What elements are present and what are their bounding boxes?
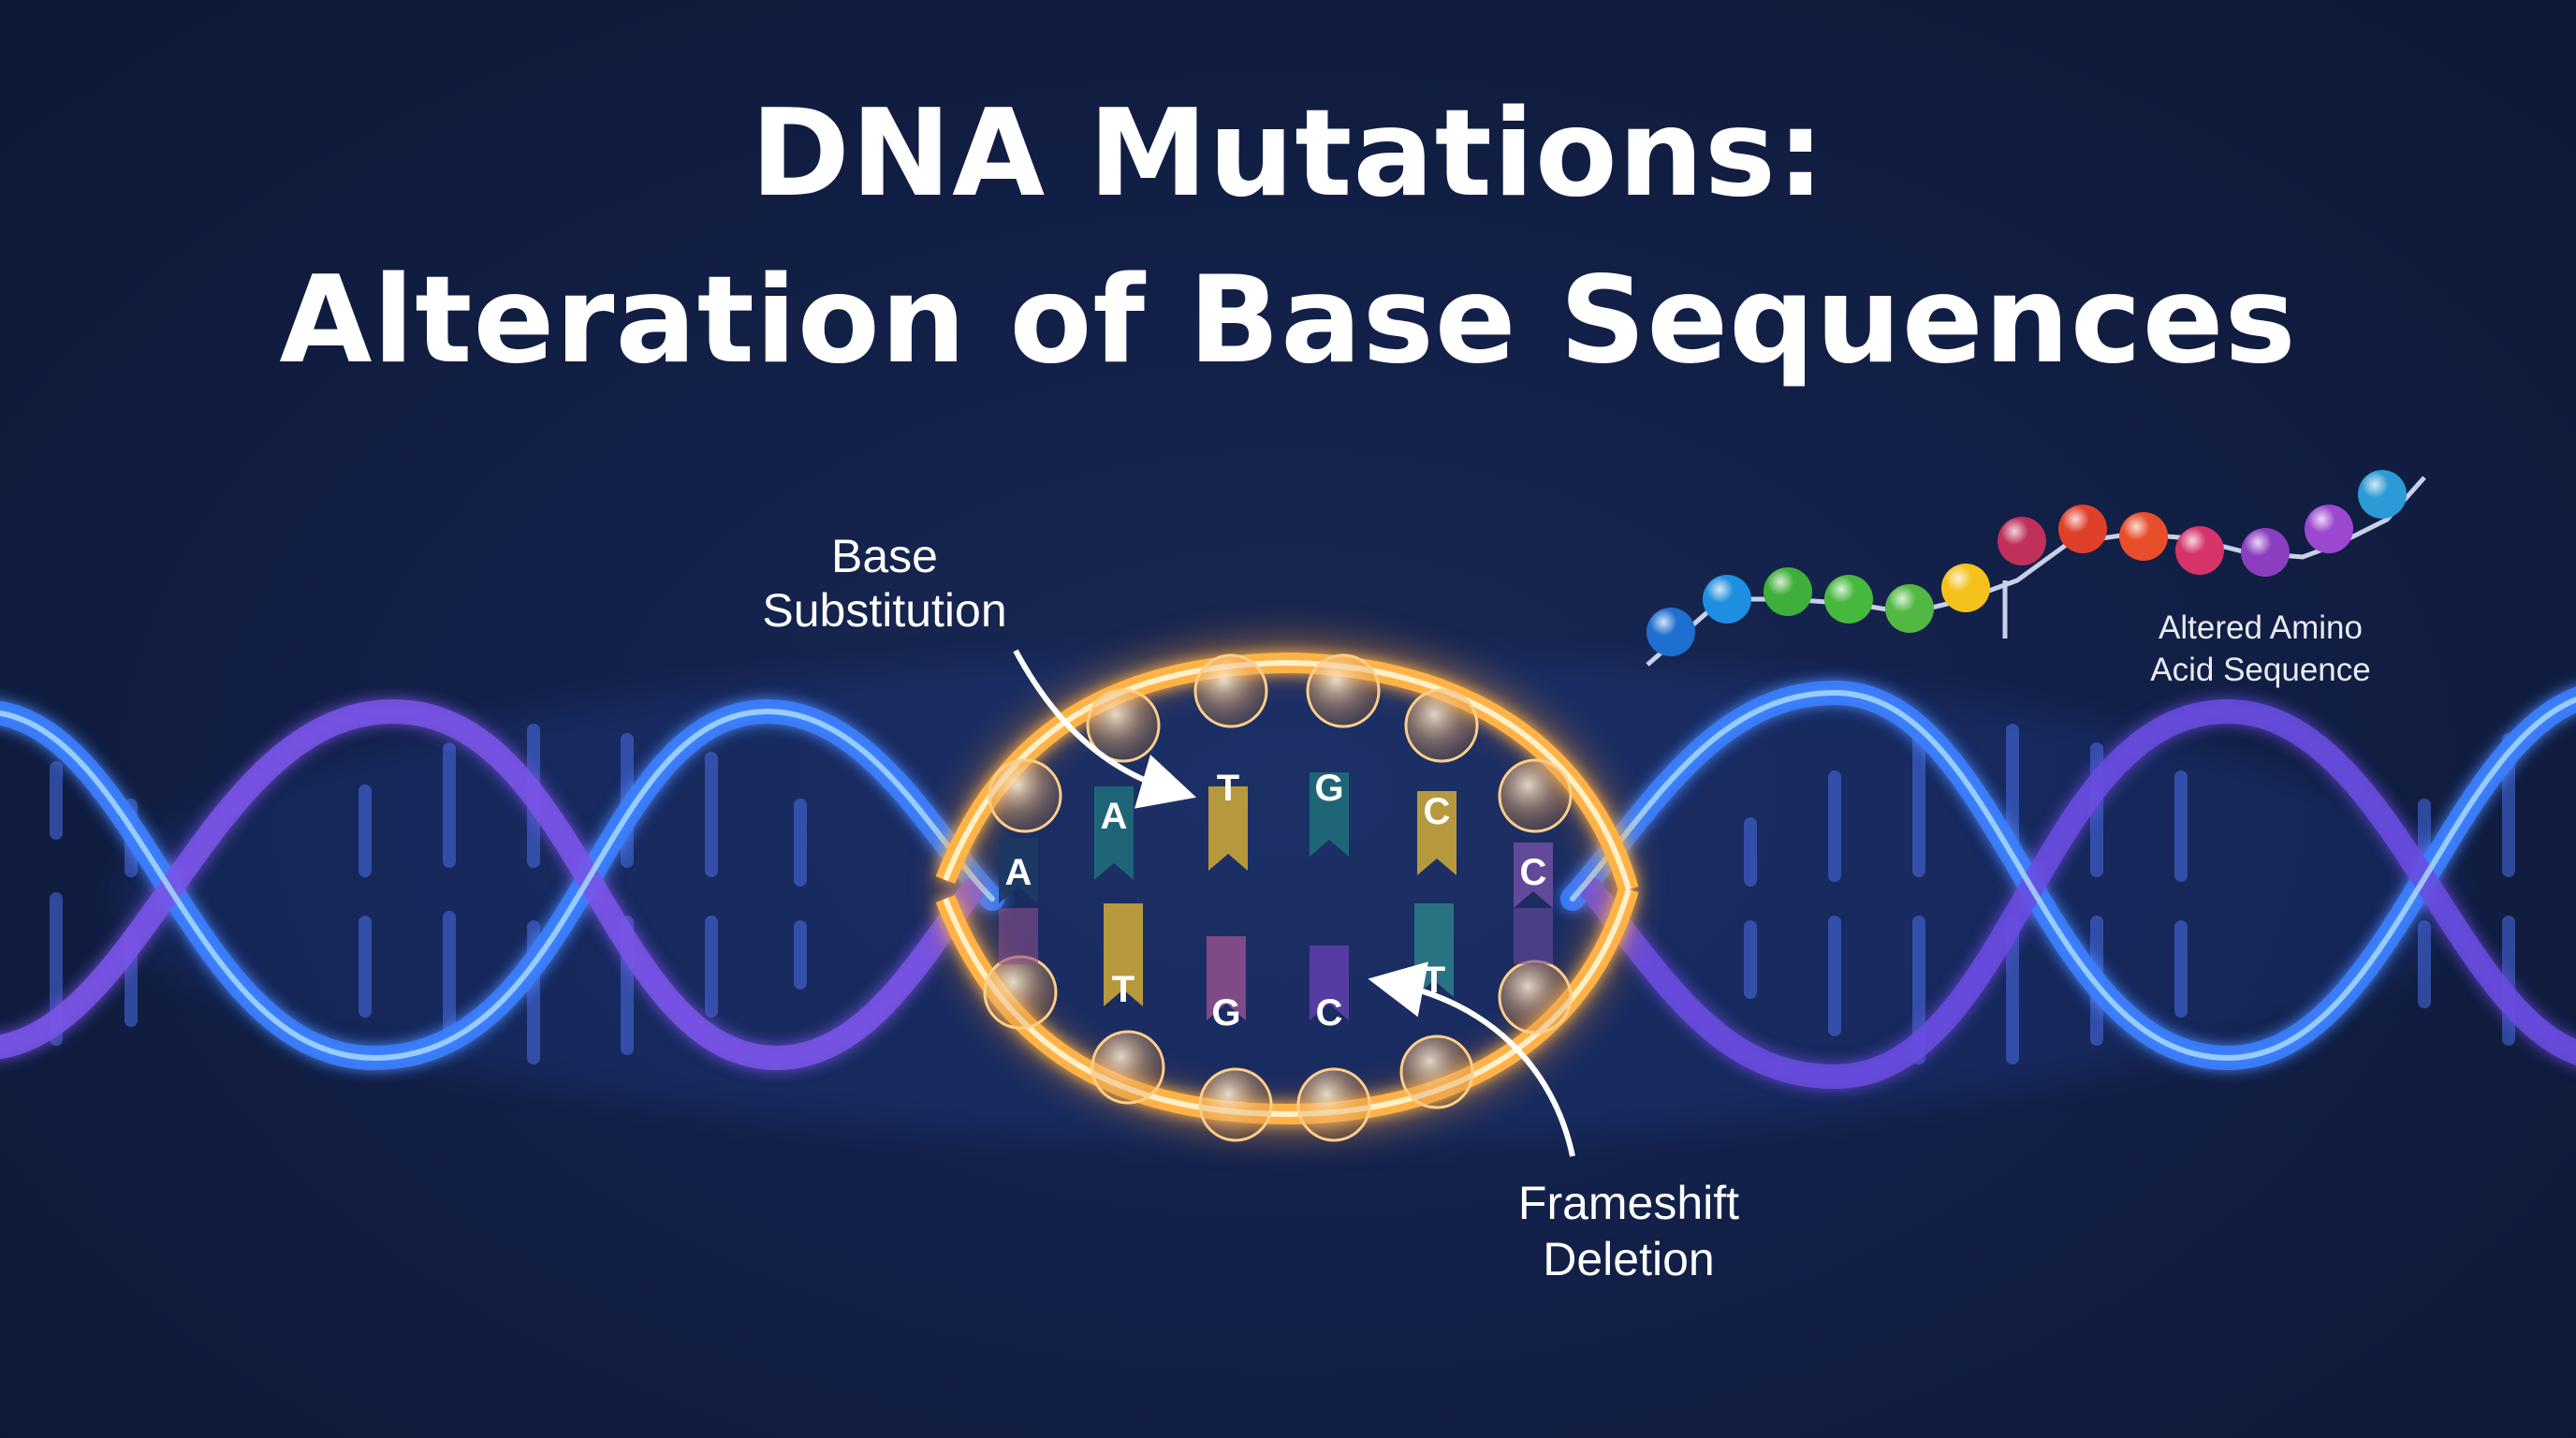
title-line-1: DNA Mutations: bbox=[750, 84, 1826, 224]
bottom-base-3-letter: C bbox=[1316, 992, 1343, 1034]
end-base-ribbon-2 bbox=[1514, 908, 1553, 964]
top-base-5-letter: C bbox=[1424, 791, 1451, 832]
amino-acid-bead-highlight-5 bbox=[1885, 584, 1934, 633]
base-substitution-label-line2: Substitution bbox=[762, 584, 1007, 637]
end-base-ribbon-1 bbox=[999, 908, 1038, 964]
top-base-5-ribbon bbox=[1417, 791, 1456, 875]
amino-acid-chain bbox=[1646, 470, 2426, 667]
top-base-ribbons: A A T G C C bbox=[999, 768, 1553, 908]
frameshift-label-line2: Deletion bbox=[1543, 1233, 1715, 1285]
top-base-1-ribbon bbox=[999, 838, 1038, 903]
amino-acid-bead-highlight-13 bbox=[2358, 470, 2407, 519]
amino-acid-bead-highlight-4 bbox=[1824, 575, 1873, 624]
top-base-3-letter: T bbox=[1217, 768, 1239, 809]
amino-acid-bead-highlight-12 bbox=[2305, 505, 2353, 553]
bottom-base-3-ribbon bbox=[1310, 946, 1349, 1020]
amino-label-line2: Acid Sequence bbox=[2150, 652, 2371, 688]
top-base-4-letter: G bbox=[1314, 768, 1343, 809]
bottom-base-1-ribbon bbox=[1104, 903, 1143, 1006]
top-base-4-ribbon bbox=[1310, 772, 1349, 857]
amino-acid-bead-highlight-8 bbox=[2058, 505, 2107, 553]
sugar-phosphate-beads bbox=[983, 653, 1573, 1142]
amino-acid-bead-highlight-9 bbox=[2119, 512, 2168, 561]
top-base-2-ribbon bbox=[1094, 786, 1134, 880]
top-base-1-letter: A bbox=[1005, 852, 1032, 893]
base-substitution-arrow bbox=[1013, 649, 1197, 809]
frameshift-label-line1: Frameshift bbox=[1517, 1177, 1740, 1229]
bottom-base-1-letter: T bbox=[1112, 969, 1134, 1010]
altered-amino-acid-label: Altered Amino Acid Sequence bbox=[2083, 607, 2438, 691]
amino-acid-bead-highlight-11 bbox=[2241, 528, 2290, 577]
base-substitution-label-line1: Base bbox=[831, 530, 938, 582]
amino-acid-bead-highlight-1 bbox=[1647, 608, 1695, 656]
amino-acid-bead-highlight-2 bbox=[1703, 575, 1751, 624]
amino-acid-bead-highlight-3 bbox=[1764, 567, 1812, 616]
frameshift-arrow bbox=[1368, 961, 1575, 1157]
base-substitution-label: Base Substitution bbox=[711, 529, 1058, 638]
title-line-2: Alteration of Base Sequences bbox=[279, 251, 2297, 390]
bottom-base-2-ribbon bbox=[1207, 936, 1246, 1020]
top-base-2-letter: A bbox=[1101, 796, 1128, 837]
top-base-6-letter: C bbox=[1520, 852, 1547, 893]
bottom-base-2-letter: G bbox=[1211, 992, 1240, 1034]
top-base-6-ribbon bbox=[1514, 843, 1553, 908]
helix-strands bbox=[0, 680, 2576, 1090]
frameshift-deletion-label: Frameshift Deletion bbox=[1460, 1175, 1797, 1287]
top-base-3-ribbon bbox=[1208, 786, 1248, 871]
amino-label-line1: Altered Amino bbox=[2159, 609, 2363, 646]
amino-acid-bead-highlight-10 bbox=[2175, 526, 2224, 575]
amino-acid-bead-highlight-6 bbox=[1941, 564, 1990, 612]
amino-acid-bead-highlight-7 bbox=[1998, 517, 2046, 565]
